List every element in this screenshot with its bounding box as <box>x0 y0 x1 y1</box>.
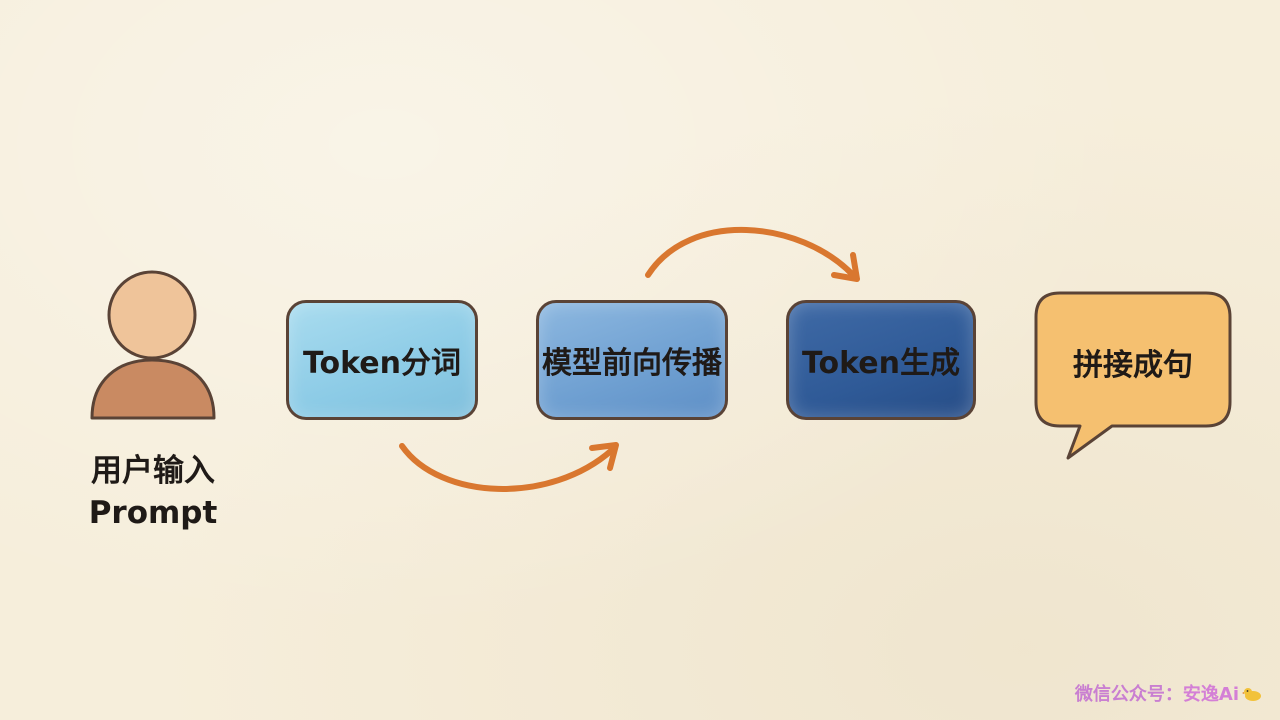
step-forward-pass-label: 模型前向传播 <box>542 346 722 381</box>
duck-icon <box>1242 688 1261 701</box>
watermark: 微信公众号：安逸Ai <box>1075 680 1262 706</box>
result-label-text: 拼接成句 <box>1073 348 1193 383</box>
user-input-line1: 用户输入 <box>91 453 215 489</box>
step-token-generation: Token生成 <box>786 300 976 420</box>
user-input-line2: Prompt <box>88 495 218 531</box>
step-token-split-label: Token分词 <box>303 346 461 381</box>
arrow-forward-to-generate <box>645 226 860 282</box>
result-label: 拼接成句 <box>1040 322 1226 402</box>
step-token-split: Token分词 <box>286 300 478 420</box>
step-token-generation-label: Token生成 <box>802 346 960 381</box>
watermark-prefix: 微信公众号： <box>1074 684 1183 705</box>
person-icon <box>90 270 216 420</box>
user-input-label: 用户输入 Prompt <box>60 450 246 534</box>
watermark-brand: 安逸Ai <box>1182 684 1239 705</box>
speech-bubble-icon <box>1034 291 1232 460</box>
step-forward-pass: 模型前向传播 <box>536 300 728 420</box>
arrow-split-to-forward <box>399 442 619 492</box>
